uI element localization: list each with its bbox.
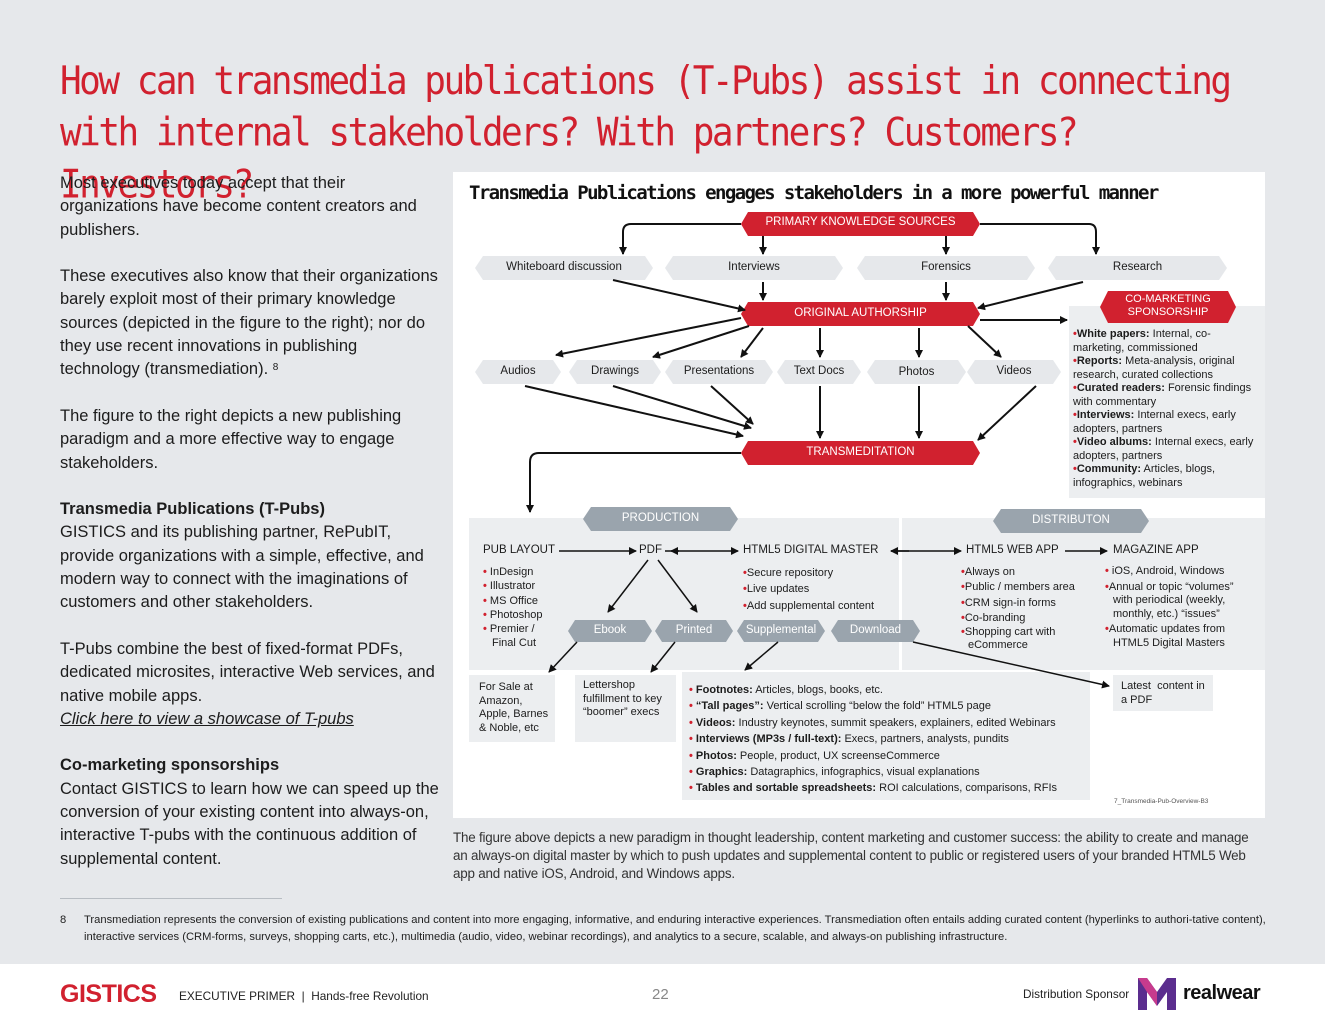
co-item: •Video albums: Internal execs, early ado… bbox=[1073, 436, 1254, 462]
page-footer: GISTICS EXECUTIVE PRIMER | Hands-free Re… bbox=[0, 964, 1325, 1024]
realwear-logo-icon bbox=[1138, 978, 1176, 1010]
footnote-ref[interactable]: 8 bbox=[272, 362, 279, 374]
html5-web-label: HTML5 WEB APP bbox=[966, 544, 1059, 556]
format-photos: Photos bbox=[898, 366, 935, 378]
format-textdocs: Text Docs bbox=[793, 365, 845, 377]
latest-text: Latest content in a PDF bbox=[1121, 680, 1208, 706]
printed-label[interactable]: Printed bbox=[675, 624, 713, 636]
supplemental-shape bbox=[737, 620, 825, 642]
realwear-logo-text: realwear bbox=[1183, 982, 1261, 1004]
web-list: •Always on •Public / members area •CRM s… bbox=[961, 566, 1075, 652]
supplemental-list: • Footnotes: Articles, blogs, books, etc… bbox=[689, 684, 1058, 795]
footnote-number: 8 bbox=[60, 914, 67, 926]
magazine-label: MAGAZINE APP bbox=[1113, 544, 1199, 556]
supplemental-panel bbox=[682, 672, 1090, 800]
format-drawings: Drawings bbox=[591, 365, 639, 377]
comarketing-label: CO-MARKETING SPONSORSHIP bbox=[1125, 293, 1211, 318]
paradigm-paragraph: The figure to the right depicts a new pu… bbox=[60, 406, 402, 472]
download-shape bbox=[831, 620, 920, 642]
latest-box bbox=[1113, 675, 1213, 711]
primary-banner bbox=[741, 212, 980, 236]
pub-list: • InDesign • Illustrator • MS Office • P… bbox=[483, 566, 543, 650]
magazine-list: • iOS, Android, Windows •Annual or topic… bbox=[1105, 565, 1234, 649]
intro-paragraph: Most executives today accept that their … bbox=[60, 174, 417, 239]
format-presentations: Presentations bbox=[683, 365, 755, 377]
transmeditation-banner bbox=[741, 441, 980, 465]
distribution-label: DISTRIBUTON bbox=[1032, 514, 1110, 526]
ebook-shape bbox=[568, 620, 652, 642]
for-sale-box bbox=[469, 675, 555, 742]
lettershop-box bbox=[575, 675, 676, 742]
page-number: 22 bbox=[652, 986, 669, 1003]
primer-label: EXECUTIVE PRIMER | Hands-free Revolution bbox=[179, 989, 429, 1003]
distribution-banner bbox=[993, 509, 1149, 533]
download-label[interactable]: Download bbox=[849, 624, 902, 636]
source-forensics: Forensics bbox=[921, 261, 971, 273]
supplemental-label[interactable]: Supplemental bbox=[745, 624, 817, 636]
for-sale-text: For Sale at Amazon, Apple, Barnes & Nobl… bbox=[479, 681, 549, 734]
source-whiteboard: Whiteboard discussion bbox=[506, 261, 622, 273]
co-item: •Reports: Meta-analysis, original resear… bbox=[1073, 355, 1235, 381]
footnote: 8 Transmediation represents the conversi… bbox=[60, 912, 1270, 946]
figure-diagram bbox=[469, 212, 1265, 800]
transmeditation-label: TRANSMEDITATION bbox=[806, 446, 915, 458]
pub-layout-label: PUB LAYOUT bbox=[483, 544, 555, 556]
comarketing-panel bbox=[1069, 306, 1265, 498]
figure-title: Transmedia Publications engages stakehol… bbox=[469, 182, 1159, 204]
primary-sources-label: PRIMARY KNOWLEDGE SOURCES bbox=[765, 216, 956, 228]
co-item: •Interviews: Internal execs, early adopt… bbox=[1073, 409, 1236, 435]
format-audios: Audios bbox=[500, 365, 536, 377]
co-item: •Community: Articles, blogs, infographic… bbox=[1073, 463, 1216, 489]
distribution-panel bbox=[902, 518, 1265, 670]
pdf-label: PDF bbox=[639, 544, 662, 556]
footnote-divider bbox=[60, 898, 282, 899]
master-list: •Secure repository •Live updates •Add su… bbox=[743, 567, 875, 612]
page-title: How can transmedia publications (T-Pubs)… bbox=[60, 59, 1232, 208]
comarketing-list: •White papers: Internal, co-marketing, c… bbox=[1073, 328, 1259, 490]
source-research: Research bbox=[1112, 261, 1163, 273]
combine-paragraph: T-Pubs combine the best of fixed-format … bbox=[60, 639, 435, 728]
format-videos: Videos bbox=[996, 365, 1032, 377]
ebook-label[interactable]: Ebook bbox=[593, 624, 627, 636]
figure-caption: The figure above depicts a new paradigm … bbox=[453, 830, 1249, 881]
figure-tag: 7_Transmedia-Pub-Overview-B3 bbox=[1114, 798, 1209, 805]
printed-shape bbox=[655, 620, 733, 642]
sponsor-label: Distribution Sponsor bbox=[1023, 987, 1130, 1001]
authorship-banner bbox=[741, 302, 980, 326]
knowledge-paragraph: These executives also know that their or… bbox=[60, 267, 438, 379]
transmedia-figure: Transmedia Publications engages stakehol… bbox=[453, 172, 1265, 818]
production-banner bbox=[583, 507, 738, 531]
co-item: •Curated readers: Forensic findings with… bbox=[1073, 382, 1252, 408]
comarketing-banner bbox=[1100, 291, 1236, 323]
showcase-link[interactable]: Click here to view a showcase of T-pubs bbox=[60, 709, 354, 728]
source-interviews: Interviews bbox=[728, 261, 780, 273]
co-item: •White papers: Internal, co-marketing, c… bbox=[1073, 328, 1211, 354]
comarketing-heading: Co-marketing sponsorships bbox=[60, 756, 280, 775]
production-label: PRODUCTION bbox=[621, 512, 700, 524]
html5-master-label: HTML5 DIGITAL MASTER bbox=[743, 544, 879, 556]
tpubs-section: Transmedia Publications (T-Pubs)GISTICS … bbox=[60, 500, 424, 612]
tpubs-heading: Transmedia Publications (T-Pubs) bbox=[60, 500, 325, 519]
left-column: Most executives today accept that their … bbox=[60, 172, 440, 894]
lettershop-text: Lettershop fulfillment to key “boomer” e… bbox=[583, 679, 662, 718]
authorship-label: ORIGINAL AUTHORSHIP bbox=[794, 307, 927, 319]
gistics-logo: GISTICS bbox=[60, 980, 157, 1008]
footnote-text: Transmediation represents the conversion… bbox=[84, 914, 1266, 943]
